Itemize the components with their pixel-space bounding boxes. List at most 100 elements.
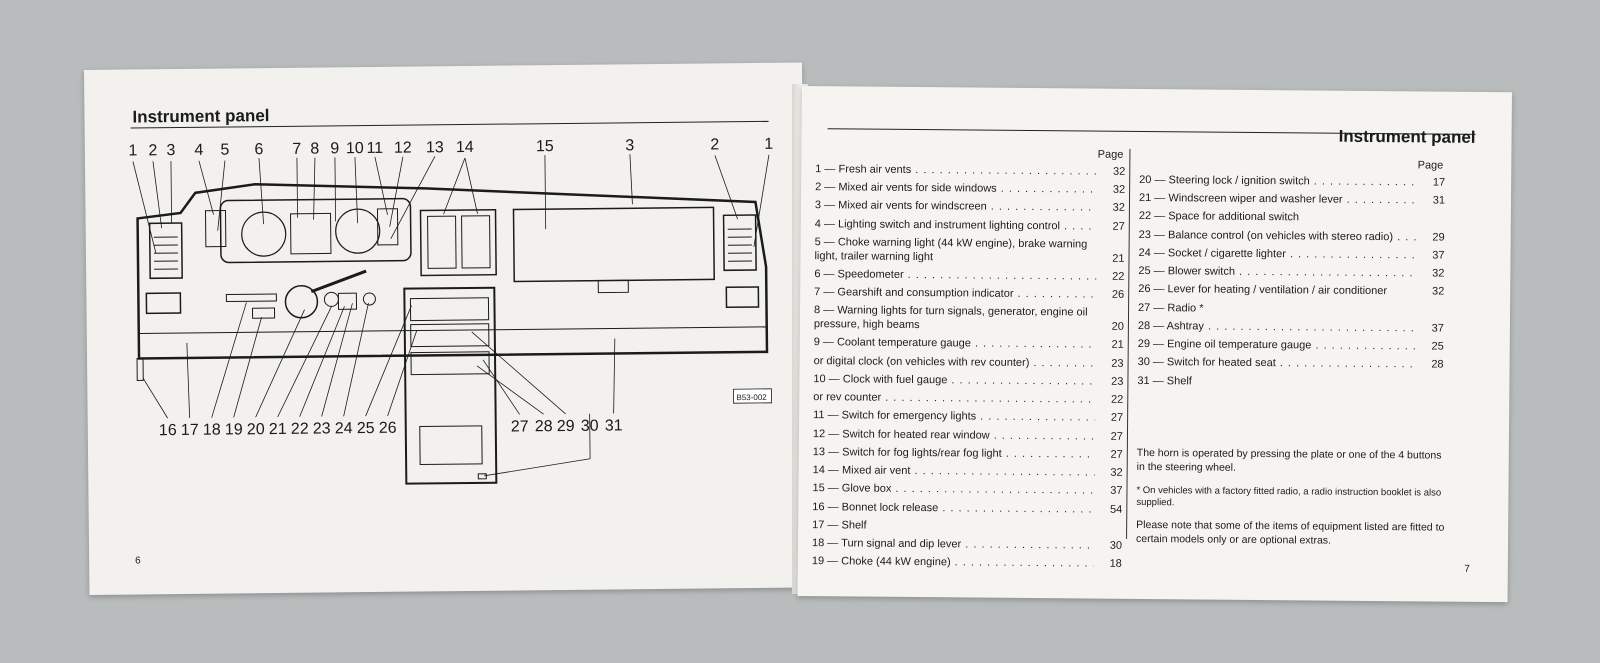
item-label: 24 — Socket / cigarette lighter bbox=[1138, 247, 1416, 263]
callout-label: 8 bbox=[310, 141, 319, 158]
item-page: 37 bbox=[1431, 322, 1444, 335]
callout-label: 6 bbox=[254, 141, 263, 158]
callout-label: 30 bbox=[581, 418, 599, 435]
list-item: 3 — Mixed air vents for windscreen32 bbox=[815, 199, 1125, 215]
item-page: 23 bbox=[1111, 357, 1124, 370]
page-column-header: Page bbox=[1417, 159, 1444, 172]
list-item: 29 — Engine oil temperature gauge25 bbox=[1138, 338, 1444, 354]
equipment-note: Please note that some of the items of eq… bbox=[1136, 518, 1445, 547]
item-page: 18 bbox=[1109, 557, 1122, 571]
page-number: 6 bbox=[135, 555, 141, 567]
callout-label: 16 bbox=[159, 422, 177, 439]
callout-label: 21 bbox=[269, 421, 287, 438]
item-label: 25 — Blower switch bbox=[1138, 265, 1416, 281]
callout-label: 29 bbox=[557, 418, 575, 435]
item-page: 37 bbox=[1110, 484, 1123, 498]
ignition-switch bbox=[284, 284, 319, 319]
instrument-cluster bbox=[219, 197, 412, 264]
item-page: 26 bbox=[1111, 288, 1125, 301]
callout-label: 22 bbox=[291, 421, 309, 438]
item-page: 54 bbox=[1110, 503, 1123, 516]
item-page: 27 bbox=[1110, 430, 1124, 443]
callout-label: 13 bbox=[426, 139, 444, 156]
list-item: 20 — Steering lock / ignition switch17 bbox=[1139, 174, 1445, 190]
radio bbox=[410, 351, 490, 376]
item-label: or rev counter bbox=[813, 391, 1095, 407]
speedometer-gauge bbox=[241, 211, 287, 257]
list-item: 8 — Warning lights for turn signals, gen… bbox=[814, 304, 1124, 334]
callout-label: 26 bbox=[379, 420, 397, 437]
list-item: 1 — Fresh air vents32 bbox=[815, 163, 1125, 179]
list-item: 18 — Turn signal and dip lever30 bbox=[812, 537, 1122, 553]
callout-label: 11 bbox=[366, 140, 383, 157]
callout-label: 7 bbox=[292, 141, 301, 158]
item-page: 29 bbox=[1432, 231, 1445, 244]
callout-label: 2 bbox=[148, 142, 157, 159]
item-label: 21 — Windscreen wiper and washer lever bbox=[1139, 192, 1417, 208]
list-item: 11 — Switch for emergency lights27 bbox=[813, 409, 1123, 425]
callout-label: 25 bbox=[357, 420, 375, 437]
list-item: or digital clock (on vehicles with rev c… bbox=[814, 355, 1124, 371]
callout-label: 1 bbox=[764, 136, 773, 153]
clock-gauge bbox=[335, 208, 381, 254]
dashboard-outline bbox=[136, 182, 769, 360]
list-item: 27 — Radio * bbox=[1138, 301, 1444, 317]
diagram-code: B53-002 bbox=[736, 393, 767, 402]
item-label: 9 — Coolant temperature gauge bbox=[814, 336, 1096, 352]
item-page: 17 bbox=[1432, 176, 1446, 189]
item-page: 27 bbox=[1110, 448, 1123, 461]
item-page: 32 bbox=[1112, 165, 1126, 178]
item-page: 27 bbox=[1112, 220, 1125, 233]
item-label: 23 — Balance control (on vehicles with s… bbox=[1139, 228, 1417, 244]
item-page: 21 bbox=[1111, 338, 1124, 352]
list-item: 9 — Coolant temperature gauge 21 bbox=[814, 336, 1124, 352]
item-page: 32 bbox=[1110, 466, 1123, 479]
page-number: 7 bbox=[1464, 563, 1470, 575]
item-label: 8 — Warning lights for turn signals, gen… bbox=[813, 304, 1088, 332]
list-item: 2 — Mixed air vents for side windows 32 bbox=[815, 181, 1125, 197]
callout-label: 3 bbox=[625, 137, 634, 154]
callout-label: 14 bbox=[456, 139, 474, 156]
callout-label: 19 bbox=[225, 421, 243, 438]
right-page: Instrument panel Page 1 — Fresh air vent… bbox=[797, 86, 1512, 603]
item-label: 2 — Mixed air vents for side windows bbox=[815, 181, 1097, 197]
fresh-air-vent-right bbox=[722, 214, 757, 272]
list-item: 4 — Lighting switch and instrument light… bbox=[815, 218, 1125, 234]
left-page: Instrument panel bbox=[84, 62, 808, 595]
callout-label: 3 bbox=[166, 142, 175, 159]
item-page: 22 bbox=[1112, 270, 1125, 283]
page-title: Instrument panel bbox=[132, 106, 270, 127]
callout-label: 1 bbox=[128, 142, 137, 159]
list-item: 16 — Bonnet lock release54 bbox=[812, 501, 1122, 517]
diagram-code-box bbox=[732, 388, 772, 404]
list-item: 22 — Space for additional switch bbox=[1139, 210, 1445, 226]
callout-label: 4 bbox=[194, 142, 203, 159]
list-item: or rev counter22 bbox=[813, 391, 1123, 407]
fresh-air-vent-left bbox=[148, 222, 183, 280]
item-label: 6 — Speedometer bbox=[814, 268, 1096, 284]
item-label: 19 — Choke (44 kW engine) bbox=[812, 555, 1094, 571]
callout-label: 24 bbox=[335, 420, 353, 437]
item-label: 12 — Switch for heated rear window bbox=[813, 428, 1095, 444]
radio-footnote: * On vehicles with a factory fitted radi… bbox=[1136, 484, 1442, 509]
column-divider bbox=[1126, 148, 1131, 539]
item-list-col2: Page 20 — Steering lock / ignition switc… bbox=[1137, 157, 1445, 395]
page-column-header: Page bbox=[1097, 148, 1124, 161]
item-list-col1: Page 1 — Fresh air vents32 2 — Mixed air … bbox=[812, 146, 1126, 576]
callout-label: 12 bbox=[394, 140, 412, 157]
item-label: 4 — Lighting switch and instrument light… bbox=[815, 218, 1097, 234]
callout-label: 10 bbox=[346, 140, 364, 157]
list-item: 7 — Gearshift and consumption indicator2… bbox=[814, 286, 1124, 302]
glove-box bbox=[512, 206, 715, 283]
list-item: 26 — Lever for heating / ventilation / a… bbox=[1138, 283, 1444, 299]
item-page: 32 bbox=[1112, 183, 1126, 196]
list-item: 30 — Switch for heated seat28 bbox=[1138, 356, 1444, 372]
item-label: or digital clock (on vehicles with rev c… bbox=[814, 355, 1096, 371]
list-item: 19 — Choke (44 kW engine) 18 bbox=[812, 555, 1122, 571]
callout-label: 27 bbox=[511, 418, 529, 435]
list-item: 6 — Speedometer 22 bbox=[814, 268, 1124, 284]
list-item: 5 — Choke warning light (44 kW engine), … bbox=[814, 236, 1124, 266]
item-label: 11 — Switch for emergency lights bbox=[813, 409, 1095, 425]
item-page: 23 bbox=[1111, 375, 1124, 388]
